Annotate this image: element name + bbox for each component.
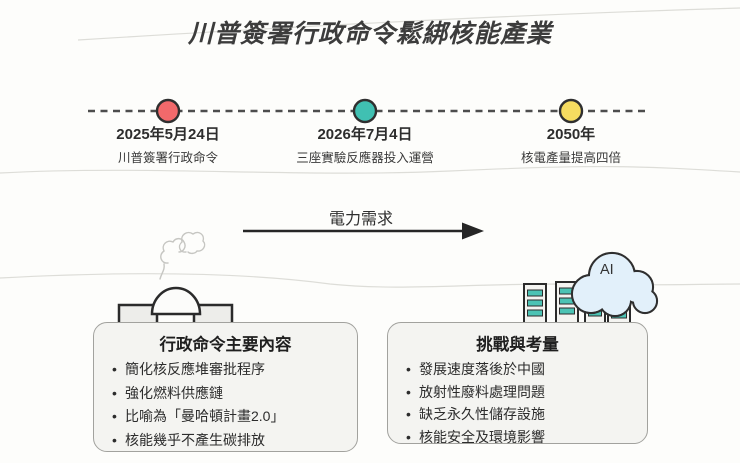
challenges-list: 發展速度落後於中國 放射性廢料處理問題 缺乏永久性儲存設施 核能安全及環境影響	[388, 358, 647, 448]
timeline-event-2: 2026年7月4日 三座實驗反應器投入運營	[296, 123, 434, 166]
bullet-item: 核能幾乎不產生碳排放	[112, 429, 349, 453]
bullet-item: 強化燃料供應鏈	[112, 382, 349, 406]
event-label: 核電產量提高四倍	[520, 151, 622, 165]
page-title: 川普簽署行政命令鬆綁核能產業	[187, 20, 552, 48]
executive-order-list: 簡化核反應堆審批程序 強化燃料供應鏈 比喻為「曼哈頓計畫2.0」 核能幾乎不產生…	[94, 358, 357, 452]
card-executive-order: 行政命令主要內容 簡化核反應堆審批程序 強化燃料供應鏈 比喻為「曼哈頓計畫2.0…	[93, 322, 358, 452]
event-label: 三座實驗反應器投入運營	[296, 151, 434, 165]
smoke-icon	[159, 231, 206, 280]
card-title: 行政命令主要內容	[159, 336, 292, 354]
ai-cloud-icon	[570, 251, 659, 318]
bullet-item: 簡化核反應堆審批程序	[112, 358, 349, 382]
timeline-dot-3	[558, 98, 584, 124]
bullet-item: 核能安全及環境影響	[406, 426, 639, 449]
bullet-item: 放射性廢料處理問題	[406, 381, 639, 404]
card-challenges: 挑戰與考量 發展速度落後於中國 放射性廢料處理問題 缺乏永久性儲存設施 核能安全…	[387, 322, 648, 448]
event-date: 2026年7月4日	[317, 126, 413, 143]
event-date: 2050年	[546, 126, 596, 143]
bullet-item: 比喻為「曼哈頓計畫2.0」	[112, 405, 349, 429]
bullet-item: 缺乏永久性儲存設施	[406, 403, 639, 426]
event-date: 2025年5月24日	[116, 126, 220, 143]
ai-cloud-label: AI	[600, 262, 614, 278]
demand-arrow-label: 電力需求	[328, 211, 394, 228]
bullet-item: 發展速度落後於中國	[406, 358, 639, 381]
timeline	[88, 98, 645, 124]
event-label: 川普簽署行政命令	[117, 151, 218, 165]
timeline-dot-1	[155, 98, 181, 124]
timeline-event-3: 2050年 核電產量提高四倍	[521, 123, 621, 166]
timeline-event-1: 2025年5月24日 川普簽署行政命令	[116, 123, 219, 166]
demand-arrow	[243, 222, 484, 240]
timeline-dot-2	[352, 98, 378, 124]
card-title: 挑戰與考量	[476, 336, 559, 354]
